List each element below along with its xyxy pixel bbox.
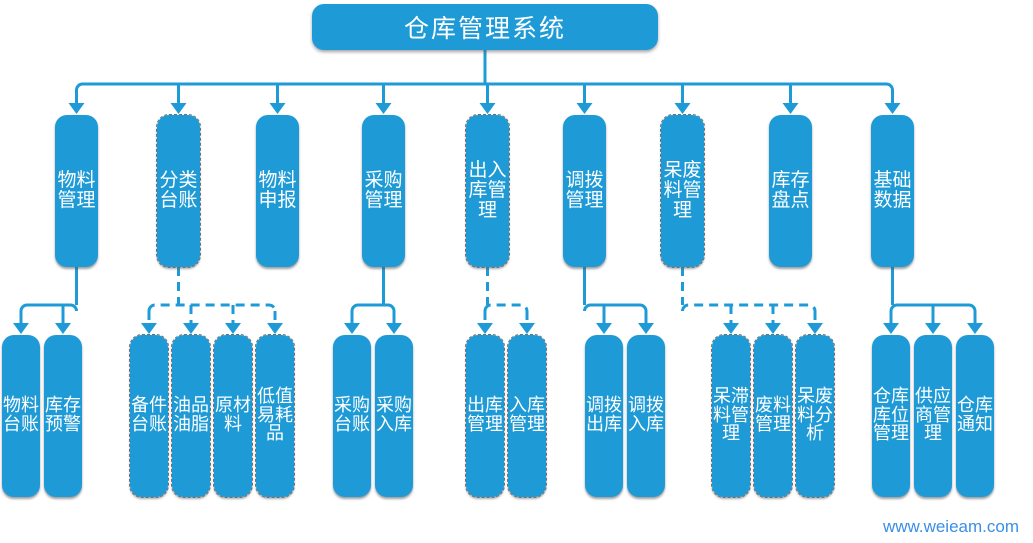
node-label: 油品油脂	[173, 395, 209, 435]
node-label: 呆滞料管理	[713, 385, 749, 445]
node-label: 采购入库	[376, 395, 412, 435]
node-label: 供应商管理	[915, 385, 951, 445]
node-n5[interactable]: 出入库管理	[465, 114, 510, 268]
node-c11[interactable]: 调拨出库	[585, 335, 623, 497]
node-label: 废料管理	[755, 395, 791, 435]
node-label: 出库管理	[467, 395, 503, 435]
node-n8[interactable]: 库存盘点	[769, 115, 812, 267]
node-label: 入库管理	[509, 395, 545, 435]
node-label: 物料台账	[3, 395, 39, 435]
node-n1[interactable]: 物料管理	[55, 115, 98, 267]
node-n9[interactable]: 基础数据	[871, 115, 914, 267]
node-c15[interactable]: 呆废料分析	[795, 334, 835, 498]
node-n7[interactable]: 呆废料管理	[660, 114, 705, 268]
node-c12[interactable]: 调拨入库	[627, 335, 665, 497]
node-label: 库存盘点	[771, 169, 810, 211]
node-c9[interactable]: 出库管理	[465, 334, 505, 498]
node-label: 仓库库位管理	[873, 385, 909, 445]
node-c7[interactable]: 采购台账	[333, 335, 371, 497]
node-label: 调拨出库	[586, 395, 622, 435]
node-c6[interactable]: 低值易耗品	[255, 334, 295, 498]
node-label: 分类台账	[159, 169, 198, 211]
node-label: 采购台账	[334, 395, 370, 435]
node-c2[interactable]: 库存预警	[44, 335, 82, 497]
node-c1[interactable]: 物料台账	[2, 335, 40, 497]
node-label: 原材料	[215, 395, 251, 435]
node-n6[interactable]: 调拨管理	[563, 115, 606, 267]
node-label: 库存预警	[45, 395, 81, 435]
watermark: www.weieam.com	[882, 517, 1019, 536]
node-n4[interactable]: 采购管理	[362, 115, 405, 267]
node-c5[interactable]: 原材料	[213, 334, 253, 498]
node-label: 低值易耗品	[257, 385, 293, 445]
node-n3[interactable]: 物料申报	[256, 115, 299, 267]
node-c16[interactable]: 仓库库位管理	[872, 335, 910, 497]
node-c18[interactable]: 仓库通知	[956, 335, 994, 497]
node-c10[interactable]: 入库管理	[507, 334, 547, 498]
node-label: 采购管理	[364, 169, 403, 211]
node-c13[interactable]: 呆滞料管理	[711, 334, 751, 498]
node-c3[interactable]: 备件台账	[129, 334, 169, 498]
node-label: 物料管理	[57, 169, 96, 211]
node-label: 呆废料分析	[797, 385, 833, 445]
node-label: 备件台账	[131, 395, 167, 435]
node-label: 物料申报	[258, 169, 297, 211]
node-c14[interactable]: 废料管理	[753, 334, 793, 498]
root-node[interactable]: 仓库管理系统	[312, 4, 658, 50]
root-node-label: 仓库管理系统	[403, 14, 566, 43]
node-label: 仓库通知	[957, 395, 993, 435]
node-label: 出入库管理	[468, 159, 507, 221]
node-label: 基础数据	[873, 169, 912, 211]
node-n2[interactable]: 分类台账	[156, 114, 201, 268]
node-label: 呆废料管理	[663, 159, 702, 221]
node-c4[interactable]: 油品油脂	[171, 334, 211, 498]
node-label: 调拨入库	[628, 395, 664, 435]
node-c8[interactable]: 采购入库	[375, 335, 413, 497]
node-label: 调拨管理	[565, 169, 604, 211]
node-c17[interactable]: 供应商管理	[914, 335, 952, 497]
